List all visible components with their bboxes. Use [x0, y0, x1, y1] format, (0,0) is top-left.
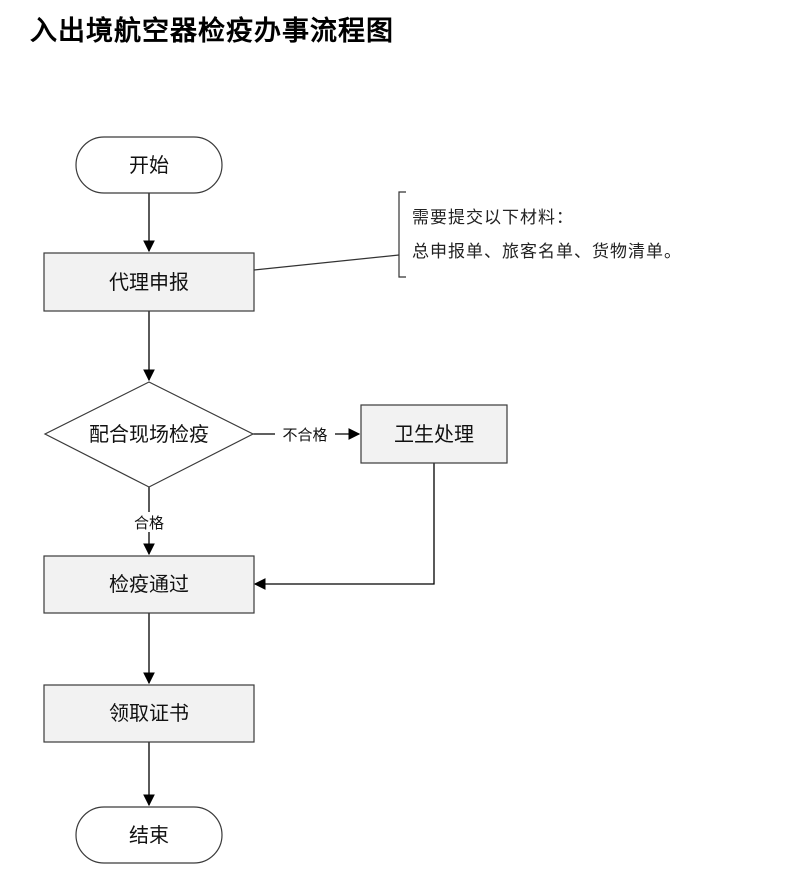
- annotation-note: 需要提交以下材料： 总申报单、旅客名单、货物清单。: [253, 191, 682, 278]
- edge-label-qualified: 合格: [134, 514, 164, 532]
- start-terminal-shape: [75, 136, 223, 194]
- node-quarantine-passed: 检疫通过: [43, 555, 255, 614]
- end-label: 结束: [129, 823, 169, 847]
- start-label: 开始: [129, 153, 169, 177]
- edge-label-bg-unqualified: [275, 424, 335, 444]
- agent-report-box: [43, 252, 255, 312]
- page-title: 入出境航空器检疫办事流程图: [30, 16, 394, 47]
- sanitary-treatment-box: [360, 404, 508, 464]
- edge-treatment-to-passed: [253, 463, 435, 590]
- node-end: 结束: [75, 806, 223, 864]
- node-agent-report: 代理申报: [43, 252, 255, 312]
- edge-label-unqualified: 不合格: [282, 426, 327, 444]
- note-bracket: [398, 191, 406, 278]
- node-onsite-quarantine: 配合现场检疫: [43, 381, 255, 488]
- quarantine-passed-box: [43, 555, 255, 614]
- node-start: 开始: [75, 136, 223, 194]
- note-connector-line: [253, 254, 400, 271]
- agent-report-label: 代理申报: [109, 270, 189, 294]
- onsite-quarantine-diamond: [43, 381, 255, 488]
- edge-label-bg-qualified: [125, 512, 173, 532]
- quarantine-passed-label: 检疫通过: [109, 572, 189, 596]
- get-certificate-box: [43, 684, 255, 743]
- node-get-certificate: 领取证书: [43, 684, 255, 743]
- end-terminal-shape: [75, 806, 223, 864]
- note-line-2: 总申报单、旅客名单、货物清单。: [412, 242, 682, 262]
- sanitary-treatment-label: 卫生处理: [394, 422, 474, 446]
- note-line-1: 需要提交以下材料：: [412, 208, 574, 228]
- get-certificate-label: 领取证书: [109, 701, 189, 725]
- node-sanitary-treatment: 卫生处理: [360, 404, 508, 464]
- onsite-quarantine-label: 配合现场检疫: [89, 422, 209, 446]
